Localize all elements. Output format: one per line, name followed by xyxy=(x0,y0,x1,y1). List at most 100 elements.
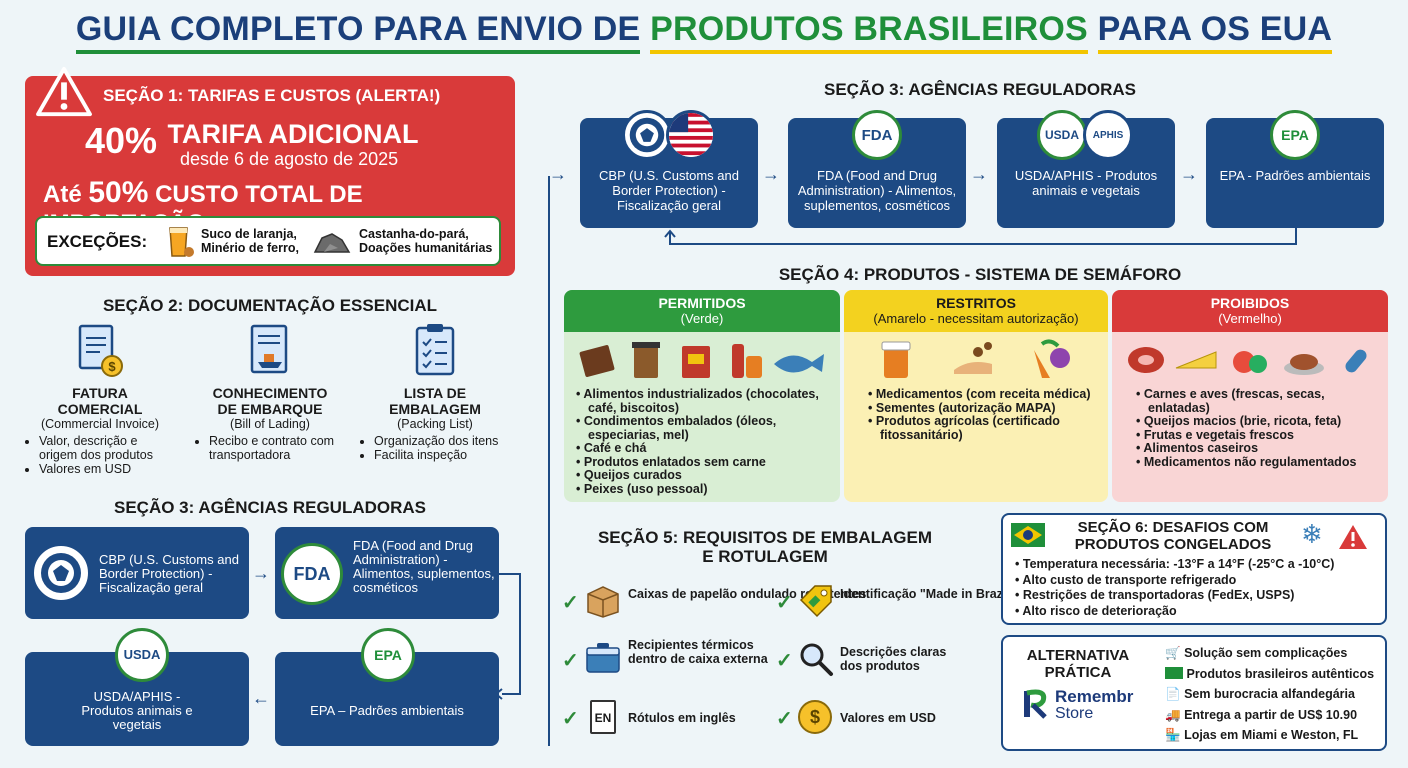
restricted-item: • Sementes (autorização MAPA) xyxy=(868,400,1056,415)
divider-line xyxy=(548,176,550,746)
restricted-column: RESTRITOS (Amarelo - necessitam autoriza… xyxy=(844,290,1108,502)
cardboard-box-icon xyxy=(587,586,619,618)
agency-usda-text: USDA/APHIS - Produtos animais e vegetais xyxy=(1014,168,1158,198)
doc-bullet: Organização dos itens xyxy=(374,434,510,448)
prohibited-item: • Medicamentos não regulamentados xyxy=(1136,454,1357,469)
prohibited-item: • Carnes e aves (frescas, secas, enlatad… xyxy=(1136,387,1325,415)
exception-item: Castanha-do-pará, xyxy=(359,227,469,241)
flow-arrow: → xyxy=(252,563,270,583)
section6-heading-line: SEÇÃO 6: DESAFIOS COM xyxy=(1077,519,1269,536)
title-part-1: GUIA COMPLETO PARA ENVIO DE xyxy=(75,10,641,54)
epa-logo-icon: EPA xyxy=(1270,110,1320,160)
check-icon: ✓ xyxy=(562,592,579,614)
us-flag-icon xyxy=(666,110,716,160)
exception-item: Doações humanitárias xyxy=(359,241,493,255)
warning-icon xyxy=(1339,525,1367,549)
agency-cbp-text: CBP (U.S. Customs and Border Protection)… xyxy=(599,168,739,213)
flow-arrow: → xyxy=(1180,164,1198,184)
agency-usda-right: USDA APHIS USDA/APHIS - Produtos animais… xyxy=(997,110,1175,228)
alternative-item: 🛒 Solução sem complicações xyxy=(1165,646,1348,660)
ore-icon xyxy=(313,233,351,253)
section3-left-heading: SEÇÃO 3: AGÊNCIAS REGULADORAS xyxy=(113,498,426,517)
document-icon: 📄 xyxy=(1165,687,1181,701)
prohibited-header: PROIBIDOS (Vermelho) xyxy=(1112,290,1388,332)
thermal-container-icon xyxy=(586,643,620,673)
restricted-item: • Produtos agrícolas (certificado fitoss… xyxy=(868,414,1060,442)
agency-fda-left: FDA FDA (Food and Drug Administration) -… xyxy=(275,527,499,619)
flow-arrow: → xyxy=(762,164,780,184)
tariff-since: desde 6 de agosto de 2025 xyxy=(180,149,399,169)
packaging-item: Valores em USD xyxy=(840,711,936,725)
fda-logo-icon: FDA xyxy=(281,543,343,605)
doc-subtitle: (Bill of Lading) xyxy=(230,417,310,431)
prohibited-column: PROIBIDOS (Vermelho) • Carnes e aves (fr… xyxy=(1112,290,1388,502)
invoice-icon: $ xyxy=(78,324,123,377)
label-tag-icon: EN xyxy=(590,700,616,734)
agency-fda-text: FDA (Food and Drug Administration) - Ali… xyxy=(353,538,495,595)
check-icon: ✓ xyxy=(562,650,579,672)
doc-bullet: Valor, descrição e origem dos produtos xyxy=(39,434,175,462)
section5-heading-line: E ROTULAGEM xyxy=(702,547,828,566)
doc-title-line: DE EMBARQUE xyxy=(217,401,323,417)
exceptions-box: EXCEÇÕES: Suco de laranja, Minério de fe… xyxy=(35,216,501,266)
restricted-title: RESTRITOS xyxy=(936,295,1016,311)
restricted-item: • Medicamentos (com receita médica) xyxy=(868,387,1091,401)
flow-arrow: → xyxy=(549,164,567,184)
doc-commercial-invoice: $ FATURA COMERCIAL (Commercial Invoice) … xyxy=(25,322,175,476)
permitted-item: • Café e chá xyxy=(576,441,647,455)
check-icon: ✓ xyxy=(776,592,793,614)
frozen-item: • Alto custo de transporte refrigerado xyxy=(1015,572,1237,587)
doc-bullet: Recibo e contrato com transportadora xyxy=(209,434,345,462)
agency-epa-left: EPA EPA – Padrões ambientais xyxy=(275,628,499,746)
permitted-item: • Queijos curados xyxy=(576,468,682,482)
bill-of-lading-icon xyxy=(250,324,288,374)
tariff-percent: 40% xyxy=(85,120,158,161)
doc-subtitle: (Packing List) xyxy=(397,417,473,431)
flow-arrow: ← xyxy=(252,688,270,708)
prohibited-subtitle: (Vermelho) xyxy=(1218,311,1282,326)
cbp-seal-icon xyxy=(31,543,91,603)
title-part-2: PRODUTOS BRASILEIROS xyxy=(650,10,1088,54)
doc-title-line: FATURA xyxy=(72,385,128,401)
permitted-products-icons xyxy=(579,342,824,378)
restricted-products-icons xyxy=(881,339,1070,378)
doc-bill-of-lading: CONHECIMENTO DE EMBARQUE (Bill of Lading… xyxy=(195,322,345,462)
prohibited-list: • Carnes e aves (frescas, secas, enlatad… xyxy=(1136,387,1384,469)
section-tariffs: SEÇÃO 1: TARIFAS E CUSTOS (ALERTA!) 40% … xyxy=(25,66,515,276)
exceptions-group-b: Castanha-do-pará, Doações humanitárias xyxy=(359,227,492,255)
total-percent: 50% xyxy=(88,176,149,209)
check-icon: ✓ xyxy=(776,650,793,672)
alternative-heading-line: PRÁTICA xyxy=(1044,664,1112,681)
restricted-header: RESTRITOS (Amarelo - necessitam autoriza… xyxy=(844,290,1108,332)
brazil-flag-icon xyxy=(1165,666,1183,679)
magnifier-icon xyxy=(800,643,833,676)
packaging-item: Descrições claras dos produtos xyxy=(840,645,947,673)
section6-list: • Temperatura necessária: -13°F a 14°F (… xyxy=(1015,557,1334,619)
restricted-subtitle: (Amarelo - necessitam autorização) xyxy=(873,311,1079,326)
alternative-box: ALTERNATIVA PRÁTICA Remembr Store 🛒 Solu… xyxy=(1001,635,1387,751)
remembr-store-logo[interactable]: Remembr Store xyxy=(1023,687,1153,727)
agency-cbp-right: CBP (U.S. Customs and Border Protection)… xyxy=(580,110,758,228)
frozen-item: • Temperatura necessária: -13°F a 14°F (… xyxy=(1015,557,1335,571)
alternative-item: 📄 Sem burocracia alfandegária xyxy=(1165,687,1355,701)
agency-cbp-text: CBP (U.S. Customs and Border Protection)… xyxy=(99,552,239,595)
packaging-item: Rótulos em inglês xyxy=(628,711,736,725)
agency-epa-text: EPA - Padrões ambientais xyxy=(1219,168,1371,183)
usda-logo-icon: USDA xyxy=(115,628,169,682)
packaging-item: Recipientes térmicos dentro de caixa ext… xyxy=(628,638,768,666)
section4-heading: SEÇÃO 4: PRODUTOS - SISTEMA DE SEMÁFORO xyxy=(778,265,1182,284)
page-title: GUIA COMPLETO PARA ENVIO DE PRODUTOS BRA… xyxy=(0,10,1408,54)
warning-icon xyxy=(36,66,92,117)
section6-frozen-challenges: SEÇÃO 6: DESAFIOS COM PRODUTOS CONGELADO… xyxy=(1001,513,1387,625)
exception-item: Suco de laranja, xyxy=(201,227,297,241)
permitted-item: • Produtos enlatados sem carne xyxy=(576,454,766,469)
doc-bullet: Facilita inspeção xyxy=(374,448,510,462)
alternative-item: 🚚 Entrega a partir de US$ 10.90 xyxy=(1165,707,1358,722)
section2-heading: SEÇÃO 2: DOCUMENTAÇÃO ESSENCIAL xyxy=(102,296,438,315)
permitted-header: PERMITIDOS (Verde) xyxy=(564,290,840,332)
alternative-heading-line: ALTERNATIVA xyxy=(1026,647,1130,664)
doc-title-line: COMERCIAL xyxy=(57,401,143,417)
tariff-label: TARIFA ADICIONAL xyxy=(167,119,419,149)
exceptions-group-a: Suco de laranja, Minério de ferro, xyxy=(201,227,299,255)
alternative-heading: ALTERNATIVA PRÁTICA xyxy=(1013,647,1143,681)
